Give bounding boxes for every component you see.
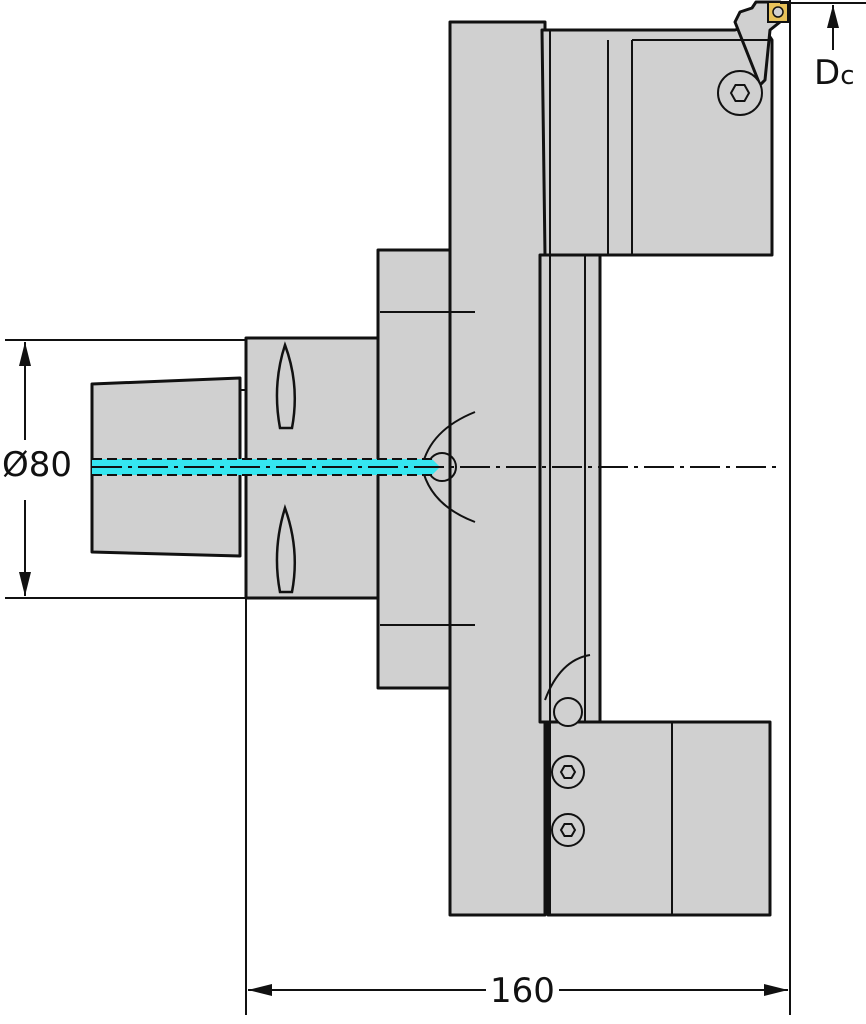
main-body (448, 20, 547, 917)
pin-icon (553, 697, 583, 727)
coolant-channel (92, 459, 432, 475)
drive-slot-upper (275, 341, 296, 430)
lower-cartridge (546, 720, 772, 917)
diameter-dimension-label: Ø80 (2, 445, 73, 485)
drive-slot-lower (275, 504, 296, 594)
cutting-diameter-subscript: c (840, 61, 855, 91)
upper-cartridge (540, 20, 774, 257)
insert-screw-icon (772, 6, 784, 18)
length-dimension-label: 160 (486, 974, 559, 1008)
cutting-diameter-label: Dc (814, 53, 855, 93)
cutting-diameter-symbol: D (814, 53, 841, 93)
